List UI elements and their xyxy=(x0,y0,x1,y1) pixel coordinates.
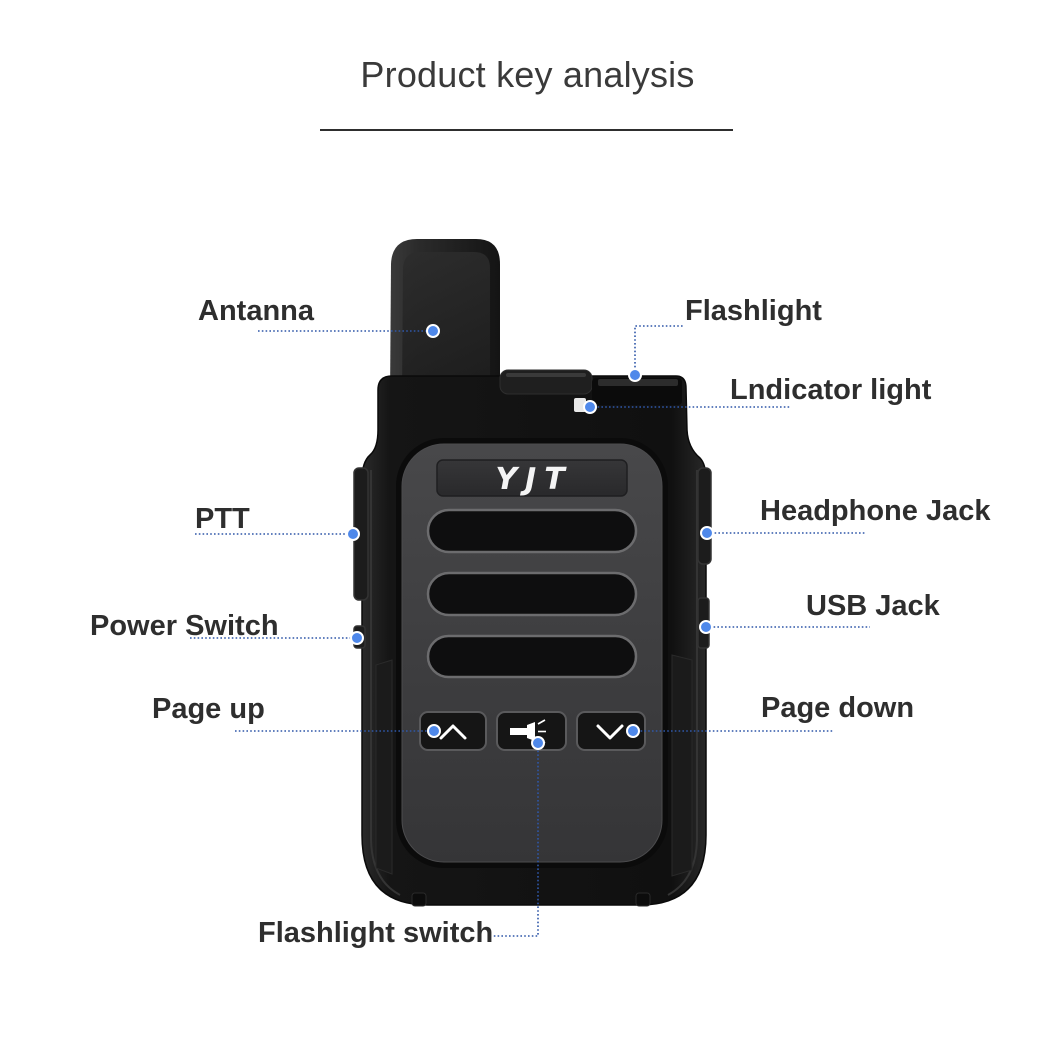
pointer-dot-flashlight-switch xyxy=(531,736,545,750)
pointer-dot-headphone-jack xyxy=(700,526,714,540)
pointer-dot-page-down xyxy=(626,724,640,738)
pointer-dot-power-switch xyxy=(350,631,364,645)
page-down-button xyxy=(576,711,646,751)
label-power-switch: Power Switch xyxy=(90,610,279,642)
label-flashlight: Flashlight xyxy=(685,295,822,327)
headphone-jack-cover xyxy=(697,467,712,565)
grille-slot xyxy=(426,634,638,679)
top-knob-highlight xyxy=(506,373,586,377)
pointer-dot-antenna xyxy=(426,324,440,338)
shell-left-side-panel xyxy=(375,659,393,875)
flashlight-top-strip xyxy=(598,379,678,386)
bottom-foot-right xyxy=(635,892,651,907)
label-usb-jack: USB Jack xyxy=(806,590,940,622)
brand-badge: YJT xyxy=(436,459,628,497)
leader-lines xyxy=(190,325,870,937)
grille-slot xyxy=(426,571,638,617)
shell-right-side-panel xyxy=(671,654,693,877)
grille-slot xyxy=(426,508,638,554)
speaker-grille xyxy=(426,508,638,679)
brand-logo: YJT xyxy=(495,462,572,497)
label-antenna: Antanna xyxy=(198,295,314,327)
pointer-dot-indicator-light xyxy=(583,400,597,414)
antenna xyxy=(390,239,500,400)
flashlight-housing xyxy=(592,378,682,405)
label-flashlight-switch: Flashlight switch xyxy=(258,917,494,949)
shell-left-highlight xyxy=(370,470,401,896)
flashlight-button xyxy=(496,711,567,751)
page-title: Product key analysis xyxy=(360,54,695,95)
chevron-up-icon xyxy=(439,724,467,740)
page-up-button-body xyxy=(419,711,487,751)
chevron-down-icon xyxy=(596,724,624,740)
indicator-light xyxy=(574,398,586,412)
label-ptt: PTT xyxy=(195,503,250,535)
brand-badge-plate xyxy=(436,459,628,497)
page-up-button xyxy=(419,711,487,751)
leader-line-flashlight xyxy=(634,325,684,375)
label-page-down: Page down xyxy=(761,692,915,724)
pointer-dot-usb-jack xyxy=(699,620,713,634)
pointer-dot-page-up xyxy=(427,724,441,738)
title-underline xyxy=(320,129,733,131)
label-indicator-light: Lndicator light xyxy=(730,374,932,406)
antenna-face xyxy=(402,252,490,395)
label-page-up: Page up xyxy=(152,693,265,725)
pointer-dot-ptt xyxy=(346,527,360,541)
pointer-dots xyxy=(346,324,714,750)
label-headphone-jack: Headphone Jack xyxy=(760,495,991,527)
pointer-dot-flashlight xyxy=(628,368,642,382)
bottom-foot-left xyxy=(411,892,427,907)
